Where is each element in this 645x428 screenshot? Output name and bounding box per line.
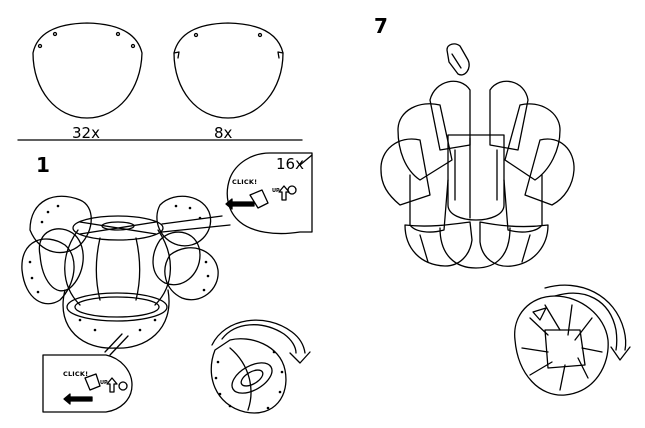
click-label-bottom: CLICK! [63, 370, 89, 378]
detail-count: 16x [276, 155, 304, 173]
slotted-part-count: 8x [214, 124, 233, 142]
step-number-1: 1 [36, 153, 50, 177]
rotate-arrow-right [544, 284, 631, 361]
rotated-frame [210, 338, 287, 414]
petal-part-plain [32, 22, 143, 119]
frame-assembly [21, 195, 219, 349]
step-number-7: 7 [374, 14, 388, 38]
up-label-bottom: UP [100, 380, 108, 386]
rotated-lamp [514, 295, 609, 396]
finished-lamp [380, 43, 575, 269]
rotate-arrow-left [211, 319, 311, 364]
detail-callout-bottom [42, 333, 133, 413]
detail-callout-top [161, 152, 313, 235]
up-label-top: UP [272, 188, 280, 194]
plain-part-count: 32x [72, 124, 100, 142]
petal-part-slotted [173, 22, 284, 119]
click-label-top: CLICK! [232, 178, 258, 186]
